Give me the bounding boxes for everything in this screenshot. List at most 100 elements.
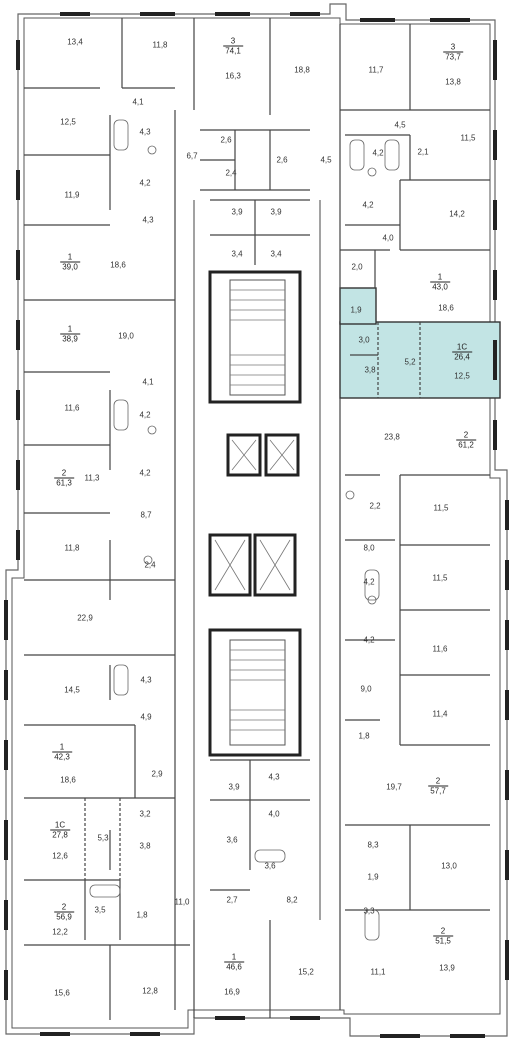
room-area: 3,2 [139,809,151,819]
room-area: 2,4 [144,560,156,570]
room-area: 2,2 [369,501,381,511]
room-area: 3,8 [139,841,151,851]
room-area: 1,9 [350,305,362,315]
room-area: 11,6 [64,403,80,413]
room-area: 3,5 [94,905,106,915]
room-area: 4,2 [139,468,151,478]
building-core [193,200,321,920]
room-area: 18,6 [110,260,126,270]
room-area: 3,9 [231,207,243,217]
room-area: 3,3 [363,906,375,916]
room-area: 2,4 [225,168,237,178]
room-area: 11,0 [174,897,190,907]
room-area: 12,5 [60,117,76,127]
room-area: 1,8 [136,910,148,920]
room-area: 4,2 [362,200,374,210]
room-area: 11,3 [84,473,100,483]
room-area: 14,2 [449,209,465,219]
room-area: 3,9 [228,782,240,792]
room-area: 2,9 [151,769,163,779]
room-area: 18,6 [60,775,76,785]
room-area: 4,3 [142,215,154,225]
room-area: 13,8 [445,77,461,87]
room-area: 22,9 [77,613,93,623]
room-area: 4,2 [363,635,375,645]
room-area: 4,0 [268,809,280,819]
room-area: 13,4 [67,37,83,47]
room-area: 3,6 [226,835,238,845]
room-area: 2,1 [417,147,429,157]
room-area: 11,8 [152,40,168,50]
room-area: 18,6 [438,303,454,313]
room-area: 3,4 [270,249,282,259]
room-area: 4,0 [382,233,394,243]
room-area: 4,2 [363,577,375,587]
room-area: 4,5 [394,120,406,130]
highlighted-apartment-corridor[interactable] [339,287,377,325]
room-area: 4,3 [268,772,280,782]
room-area: 11,5 [432,573,448,583]
room-area: 13,0 [441,861,457,871]
room-area: 11,4 [432,709,448,719]
room-area: 18,8 [294,65,310,75]
room-area: 8,3 [367,840,379,850]
room-area: 11,9 [64,190,80,200]
room-area: 11,8 [64,543,80,553]
room-area: 5,2 [404,357,416,367]
room-area: 8,2 [286,895,298,905]
building-inner-wall [11,17,501,1029]
room-area: 19,7 [386,782,402,792]
room-area: 4,5 [320,155,332,165]
room-area: 4,3 [139,127,151,137]
room-area: 6,7 [186,151,198,161]
room-area: 3,0 [358,335,370,345]
room-area: 4,1 [142,377,154,387]
windows [4,12,509,1038]
bathroom-fixtures [89,119,400,941]
room-area: 11,5 [460,133,476,143]
room-area: 12,8 [142,986,158,996]
room-area: 12,5 [454,371,470,381]
room-area: 1,8 [358,731,370,741]
room-area: 2,0 [351,262,363,272]
room-area: 3,4 [231,249,243,259]
room-area: 4,1 [132,97,144,107]
building-footprint [5,3,508,1037]
room-area: 4,2 [372,148,384,158]
room-area: 2,6 [276,155,288,165]
room-area: 2,7 [226,895,238,905]
room-area: 12,6 [52,851,68,861]
room-area: 8,0 [363,543,375,553]
room-area: 1,9 [367,872,379,882]
room-area: 12,2 [52,927,68,937]
room-area: 3,9 [270,207,282,217]
room-area: 13,9 [439,963,455,973]
room-area: 4,9 [140,712,152,722]
room-area: 15,6 [54,988,70,998]
room-area: 16,3 [225,71,241,81]
room-area: 9,0 [360,684,372,694]
room-area: 5,3 [97,833,109,843]
partition-walls [24,18,490,1020]
room-area: 4,2 [139,410,151,420]
room-area: 4,3 [140,675,152,685]
room-area: 14,5 [64,685,80,695]
room-area: 16,9 [224,987,240,997]
room-area: 11,5 [433,503,449,513]
room-area: 11,1 [370,967,386,977]
